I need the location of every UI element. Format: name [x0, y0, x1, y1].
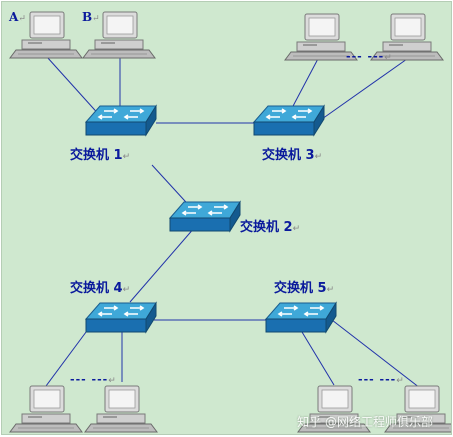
switch-2-icon [169, 201, 241, 232]
watermark-text: 知乎 @网络工程师俱乐部 [297, 415, 433, 429]
computer-switch4-right-icon [84, 385, 158, 433]
host-b-label: B↵ [82, 10, 100, 24]
switch-3-label: 交换机 3↵ [262, 148, 323, 163]
link-sw5-pc5b [331, 319, 421, 389]
switch-1-label: 交换机 1↵ [70, 148, 131, 163]
switch-3-icon [253, 105, 325, 136]
more-hosts-ellipsis-switch3: --- ---↵ [346, 50, 393, 63]
link-pc3a-sw3 [291, 54, 321, 109]
switch-5-icon [265, 302, 337, 333]
more-hosts-ellipsis-switch4: --- ---↵ [70, 373, 117, 386]
switch-4-icon [85, 302, 157, 333]
link-sw4-pc4a [45, 323, 93, 387]
more-hosts-ellipsis-switch5: --- ---↵ [358, 373, 405, 386]
host-a-label: A↵ [9, 10, 26, 24]
link-pcA-sw1 [46, 56, 103, 119]
switch-2-label: 交换机 2↵ [240, 220, 301, 235]
network-links [45, 54, 421, 389]
switch-1-icon [85, 105, 157, 136]
computer-switch4-left-icon [9, 385, 83, 433]
switch-5-label: 交换机 5↵ [274, 281, 335, 296]
link-pc3b-sw3 [321, 58, 408, 120]
switch-4-label: 交换机 4↵ [70, 281, 131, 296]
link-sw2-sw4 [129, 226, 196, 303]
link-sw5-pc5a [301, 331, 335, 386]
